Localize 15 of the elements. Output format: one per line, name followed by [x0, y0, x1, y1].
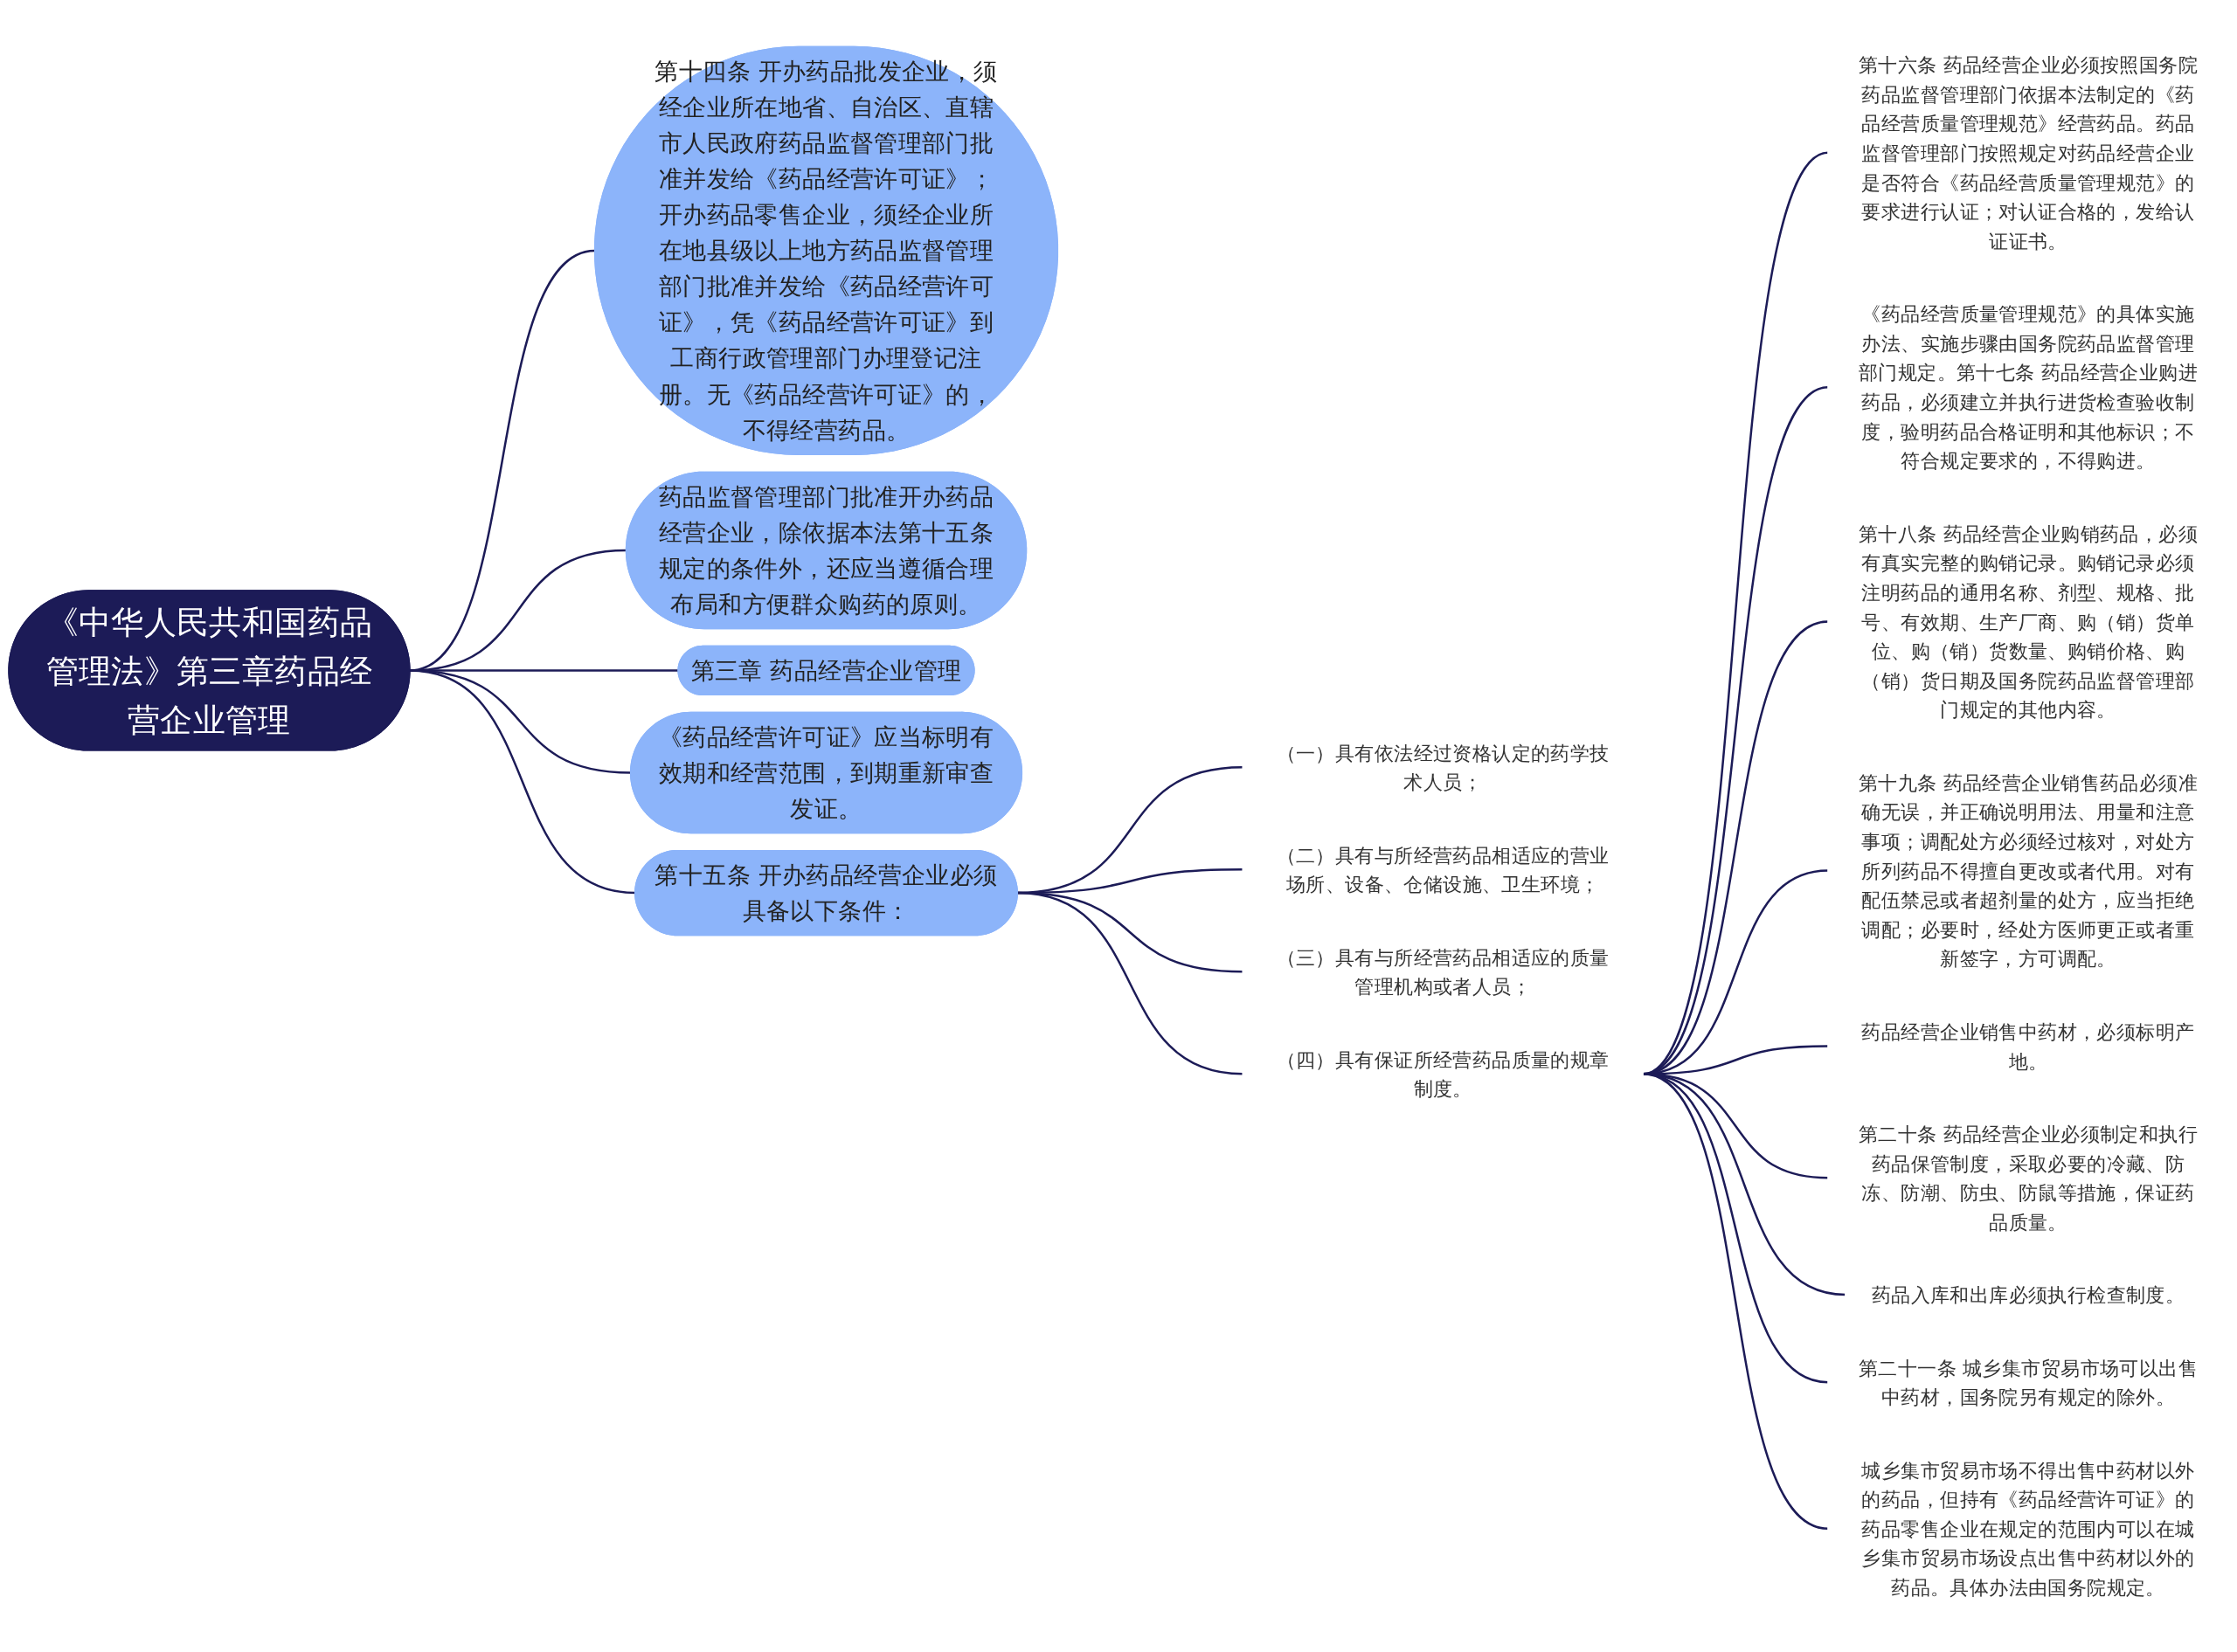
node-text: 药品入库和出库必须执行检查制度。: [1871, 1283, 2185, 1307]
node-text: 第十六条 药品经营企业必须按照国务院药品监督管理部门依据本法制定的《药品经营质量管理规范》经营药品。药品监督管理部门按照规定对药品经营企业是否符合《药品经营质量管理规范》的要求进行认证；对认证合格的，发给认证证书。: [1858, 52, 2198, 252]
node-text: （四）具有保证所经营药品质量的规章制度。: [1276, 1047, 1610, 1101]
node-text: 第十九条 药品经营企业销售药品必须准确无误，并正确说明用法、用量和注意事项；调配处方必须经过核对，对处方所列药品不得擅自更改或者代用。对有配伍禁忌或者超剂量的处方，应当拒绝调配；必要时，经处方医师更正或者重新签字，方可调配。: [1858, 771, 2198, 971]
node-text: 第二十一条 城乡集市贸易市场可以出售中药材，国务院另有规定的除外。: [1858, 1356, 2198, 1409]
node-text: 第二十条 药品经营企业必须制定和执行药品保管制度，采取必要的冷藏、防冻、防潮、防虫、防鼠等措施，保证药品质量。: [1858, 1122, 2198, 1234]
node-text: 药品经营企业销售中药材，必须标明产地。: [1861, 1020, 2195, 1073]
node-text: （一）具有依法经过资格认定的药学技术人员；: [1276, 741, 1610, 794]
connector: [409, 669, 635, 895]
node-text: 《药品经营质量管理规范》的具体实施办法、实施步骤由国务院药品监督管理部门规定。第十七条 药品经营企业购进药品，必须建立并执行进货检查验收制度，验明药品合格证明和其他标识；不符合规定要求的，不得购进。: [1858, 302, 2198, 473]
node-text: （二）具有与所经营药品相适应的营业场所、设备、仓储设施、卫生环境；: [1276, 843, 1610, 896]
node-text: 第十八条 药品经营企业购销药品，必须有真实完整的购销记录。购销记录必须注明药品的通用名称、剂型、规格、批号、有效期、生产厂商、购（销）货单位、购（销）货数量、购销价格、购（销）货日期及国务院药品监督管理部门规定的其他内容。: [1858, 522, 2198, 722]
node-text: （三）具有与所经营药品相适应的质量管理机构或者人员；: [1276, 945, 1610, 999]
node-text: 城乡集市贸易市场不得出售中药材以外的药品，但持有《药品经营许可证》的药品零售企业在规定的范围内可以在城乡集市贸易市场设点出售中药材以外的药品。具体办法由国务院规定。: [1861, 1458, 2195, 1600]
connector: [1017, 891, 1243, 1075]
